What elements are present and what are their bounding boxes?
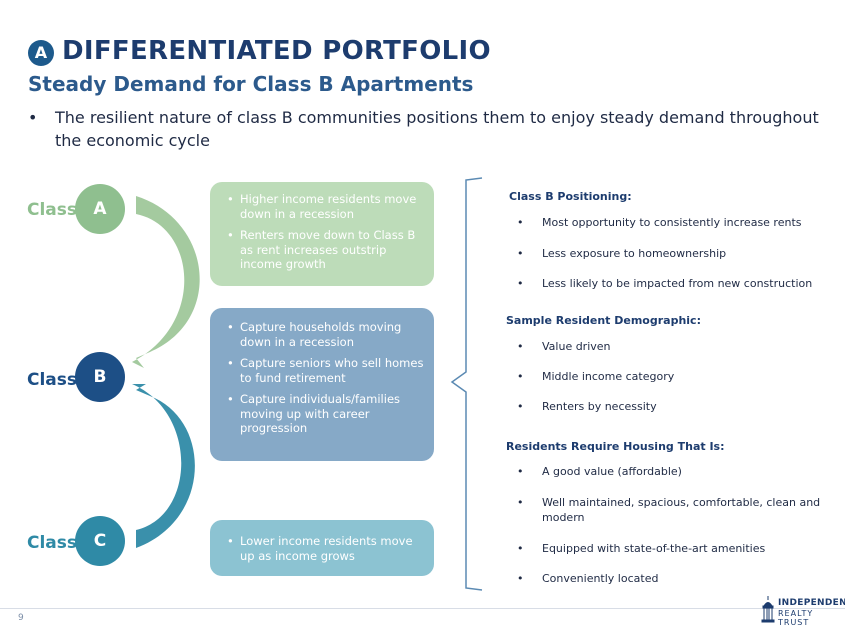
demographic-item: Middle income category (517, 370, 822, 385)
arrow-c-to-b (132, 384, 195, 548)
logo-line2: REALTY TRUST (778, 609, 814, 627)
demographic-item: Renters by necessity (517, 400, 822, 415)
class-b-label: Class (27, 370, 78, 390)
demographic-title: Sample Resident Demographic: (506, 314, 701, 327)
class-b-item: Capture seniors who sell homes to fund r… (226, 356, 426, 385)
class-b-box: Capture households moving down in a rece… (210, 308, 434, 461)
positioning-item: Less likely to be impacted from new cons… (517, 277, 822, 292)
right-bracket (450, 177, 483, 591)
company-logo: INDEPENDENCE REALTY TRUST (760, 594, 845, 627)
class-a-label: Class (27, 200, 78, 220)
class-c-circle: C (75, 516, 125, 566)
class-b-item: Capture households moving down in a rece… (226, 320, 426, 349)
class-a-circle: A (75, 184, 125, 234)
capitol-dome-icon (761, 596, 775, 623)
intro-text: The resilient nature of class B communit… (55, 108, 819, 150)
class-a-box: Higher income residents move down in a r… (210, 182, 434, 286)
page-title: DIFFERENTIATED PORTFOLIO (62, 36, 491, 66)
class-a-item: Renters move down to Class B as rent inc… (226, 228, 426, 272)
positioning-title: Class B Positioning: (509, 190, 632, 203)
footer-divider (0, 608, 845, 609)
requirements-title: Residents Require Housing That Is: (506, 440, 725, 453)
requirements-item: Conveniently located (517, 572, 822, 587)
demographic-item: Value driven (517, 340, 822, 355)
class-c-item: Lower income residents move up as income… (226, 534, 426, 563)
positioning-item: Most opportunity to consistently increas… (517, 216, 822, 231)
class-c-label: Class (27, 533, 78, 553)
positioning-item: Less exposure to homeownership (517, 247, 822, 262)
arrow-a-to-b (132, 196, 200, 368)
class-c-box: Lower income residents move up as income… (210, 520, 434, 576)
page-subtitle: Steady Demand for Class B Apartments (28, 72, 474, 96)
logo-line1: INDEPENDENCE (778, 598, 845, 608)
class-a-item: Higher income residents move down in a r… (226, 192, 426, 221)
requirements-item: Equipped with state-of-the-art amenities (517, 542, 822, 557)
bullet-glyph: • (28, 108, 38, 127)
class-b-circle: B (75, 352, 125, 402)
page-number: 9 (18, 613, 24, 623)
section-badge: A (28, 40, 54, 66)
requirements-item: A good value (affordable) (517, 465, 822, 480)
requirements-item: Well maintained, spacious, comfortable, … (517, 496, 822, 525)
class-b-item: Capture individuals/families moving up w… (226, 392, 426, 436)
